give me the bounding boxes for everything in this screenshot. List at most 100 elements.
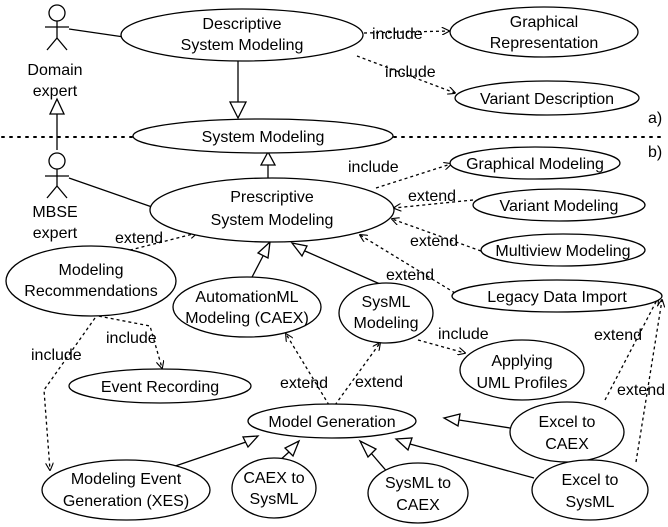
- usecase-label: Graphical Modeling: [466, 156, 604, 173]
- association-mbse-prescriptive: [68, 177, 153, 208]
- label-extend: extend: [115, 230, 163, 247]
- generalization-arrowhead: [228, 101, 248, 120]
- usecase-label: Legacy Data Import: [487, 289, 627, 306]
- label-extend: extend: [594, 327, 642, 344]
- usecase-graphical-representation: Graphical Representation: [449, 6, 639, 58]
- usecase-label: Variant Modeling: [500, 198, 619, 215]
- generalization-excel2sysml-modelgen: [409, 443, 535, 479]
- actor-domain-expert-label-2: expert: [33, 83, 78, 100]
- usecase-label: Model Generation: [268, 414, 395, 431]
- include-descriptive-graphical: [363, 31, 449, 33]
- usecase-label: CAEX: [545, 436, 589, 453]
- usecase-label: Modeling Event: [71, 471, 182, 488]
- generalization-excel2caex-modelgen: [458, 419, 511, 429]
- usecase-label: CAEX: [396, 497, 440, 514]
- generalization-arrowhead: [290, 242, 308, 258]
- usecase-label: UML Profiles: [477, 375, 568, 392]
- usecase-event-recording: Event Recording: [68, 368, 252, 404]
- usecase-modeling-recommendations: Modeling Recommendations: [5, 245, 177, 317]
- usecase-label: Excel to: [539, 414, 596, 431]
- generalization-arrowhead: [283, 439, 301, 458]
- usecase-sysml-modeling: SysML Modeling: [338, 282, 434, 344]
- generalization-arrowhead: [442, 413, 461, 428]
- usecase-caex-to-sysml: CAEX to SysML: [231, 457, 317, 519]
- generalization-arrowhead: [394, 437, 413, 452]
- generalization-arrowhead: [358, 439, 378, 459]
- extend-legacy-prescriptive: [360, 235, 456, 294]
- usecase-applying-uml-profiles: Applying UML Profiles: [459, 339, 585, 401]
- usecase-label: CAEX to: [243, 470, 304, 487]
- label-include: include: [106, 330, 157, 347]
- usecase-label: System Modeling: [202, 129, 325, 146]
- usecase-label: Prescriptive: [230, 189, 314, 206]
- actor-head: [48, 4, 66, 22]
- usecase-label: Representation: [490, 35, 599, 52]
- usecase-variant-description: Variant Description: [454, 80, 640, 116]
- usecase-label: System Modeling: [181, 37, 304, 54]
- label-include: include: [348, 159, 399, 176]
- section-label-a: a): [648, 110, 662, 127]
- extend-multiview-prescriptive: [392, 219, 482, 252]
- extend-excel2sysml-legacy: [635, 300, 662, 463]
- actor-domain-expert-label-1: Domain: [27, 62, 82, 79]
- actor-mbse-expert-label-2: expert: [33, 225, 78, 242]
- label-extend: extend: [408, 188, 456, 205]
- label-extend: extend: [280, 375, 328, 392]
- actor-mbse-expert: [45, 152, 69, 199]
- extend-modelgen-automationml: [286, 334, 330, 406]
- actor-head: [48, 152, 66, 170]
- usecase-system-modeling: System Modeling: [132, 118, 394, 154]
- usecase-label: Modeling (CAEX): [185, 310, 309, 327]
- usecase-automationml-modeling: AutomationML Modeling (CAEX): [172, 276, 322, 338]
- usecase-excel-to-caex: Excel to CAEX: [509, 401, 625, 463]
- actor-mbse-expert-label-1: MBSE: [32, 204, 77, 221]
- generalization-arrowhead: [256, 240, 271, 259]
- usecase-graphical-modeling: Graphical Modeling: [449, 146, 621, 180]
- usecase-model-generation: Model Generation: [247, 403, 417, 439]
- generalization-arrowhead: [259, 150, 277, 166]
- usecase-legacy-data-import: Legacy Data Import: [451, 279, 663, 313]
- usecase-label: SysML to: [385, 475, 451, 492]
- usecase-label: Modeling: [59, 262, 124, 279]
- actor-domain-expert: [45, 4, 69, 51]
- usecase-label: Generation (XES): [63, 493, 189, 510]
- usecase-label: SysML: [250, 491, 299, 508]
- label-extend-cut: extend: [617, 382, 665, 399]
- usecase-label: AutomationML: [195, 289, 298, 306]
- usecase-label: Recommendations: [24, 283, 157, 300]
- usecase-label: Descriptive: [202, 16, 281, 33]
- section-label-b: b): [648, 144, 662, 161]
- generalization-arrowhead: [241, 435, 260, 449]
- extend-modelgen-sysml: [334, 343, 380, 406]
- usecase-label: Multiview Modeling: [495, 243, 630, 260]
- label-include: include: [385, 64, 436, 81]
- usecase-label: Excel to: [562, 472, 619, 489]
- usecase-prescriptive-system-modeling: Prescriptive System Modeling: [149, 177, 395, 243]
- usecase-descriptive-system-modeling: Descriptive System Modeling: [120, 8, 364, 62]
- usecase-variant-modeling: Variant Modeling: [472, 188, 646, 222]
- usecase-label: Variant Description: [480, 91, 614, 108]
- label-extend: extend: [355, 374, 403, 391]
- label-include: include: [438, 326, 489, 343]
- label-extend: extend: [386, 267, 434, 284]
- usecase-excel-to-sysml: Excel to SysML: [531, 459, 649, 521]
- usecase-modeling-event-generation: Modeling Event Generation (XES): [41, 459, 211, 521]
- usecase-label: Graphical: [510, 14, 578, 31]
- include-recommendations-eventrecording: [92, 314, 162, 368]
- usecase-sysml-to-caex: SysML to CAEX: [367, 462, 469, 524]
- usecase-label: Modeling: [354, 315, 419, 332]
- label-include: include: [372, 26, 423, 43]
- extend-variantmodeling-prescriptive: [394, 199, 474, 208]
- usecase-label: SysML: [362, 294, 411, 311]
- generalization-sysml-prescriptive: [304, 250, 381, 285]
- label-extend: extend: [410, 233, 458, 250]
- usecase-multiview-modeling: Multiview Modeling: [480, 233, 646, 267]
- include-prescriptive-graphicalmodeling: [375, 164, 451, 189]
- association-domain-descriptive: [68, 28, 125, 38]
- label-include: include: [31, 347, 82, 364]
- include-sysml-umlprofiles: [417, 339, 465, 353]
- extend-excel2caex-legacy: [604, 298, 658, 401]
- usecase-label: Event Recording: [101, 379, 219, 396]
- usecase-label: System Modeling: [211, 212, 334, 229]
